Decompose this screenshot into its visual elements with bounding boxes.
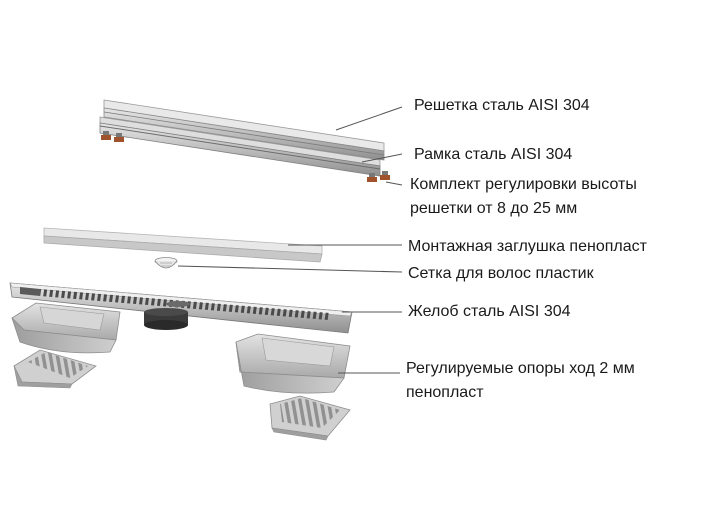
foam-plug-part	[44, 228, 322, 262]
label-supports: Регулируемые опоры ход 2 мм пенопласт	[406, 357, 635, 405]
hair-mesh-part	[155, 258, 177, 269]
label-frame: Рамка сталь AISI 304	[414, 143, 572, 167]
label-supports-line-2: пенопласт	[406, 381, 635, 405]
leader-hair-mesh	[178, 266, 402, 272]
leader-grate	[336, 107, 402, 130]
label-supports-line-1: Регулируемые опоры ход 2 мм	[406, 357, 635, 381]
label-channel: Желоб сталь AISI 304	[408, 300, 571, 324]
label-hair-mesh: Сетка для волос пластик	[408, 262, 594, 286]
label-grate: Решетка сталь AISI 304	[414, 94, 590, 118]
label-foam-plug: Монтажная заглушка пенопласт	[408, 235, 647, 259]
label-height-kit: Комплект регулировки высоты решетки от 8…	[410, 173, 637, 221]
label-height-kit-line-2: решетки от 8 до 25 мм	[410, 197, 637, 221]
label-height-kit-line-1: Комплект регулировки высоты	[410, 173, 637, 197]
leader-height-kit	[386, 182, 402, 185]
